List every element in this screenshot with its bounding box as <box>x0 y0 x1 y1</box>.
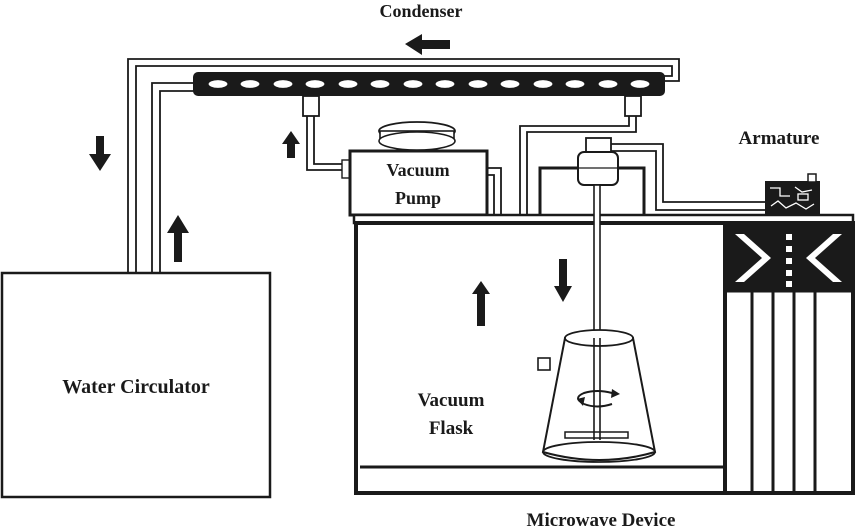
armature-label: Armature <box>739 128 820 149</box>
condenser: Condenser <box>193 1 665 117</box>
rotation-arrow-icon <box>577 389 620 408</box>
vacuum-flask-label-line1: Vacuum <box>418 390 485 411</box>
flow-arrow-icon <box>89 136 111 171</box>
vacuum-pump: Vacuum Pump <box>341 121 489 217</box>
vacuum-pump-label-line2: Pump <box>395 188 441 208</box>
control-panel-icon <box>765 173 820 215</box>
condenser-label: Condenser <box>379 1 462 21</box>
flow-arrow-icons <box>89 34 572 326</box>
microwave-device: Microwave Device <box>352 166 855 531</box>
vacuum-pump-label-line1: Vacuum <box>386 160 449 180</box>
vacuum-flask-label-line2: Flask <box>429 418 474 439</box>
flow-arrow-icon <box>405 34 450 55</box>
flow-arrow-icon <box>282 131 300 158</box>
microwave-device-label: Microwave Device <box>527 510 676 531</box>
flow-arrow-icon <box>167 215 189 262</box>
vacuum-flask: Vacuum Flask <box>418 329 657 463</box>
cooling-water-tubes <box>127 58 680 273</box>
armature: Armature <box>739 128 820 215</box>
flow-arrow-icon <box>554 259 572 302</box>
flow-arrow-icon <box>472 281 490 326</box>
water-circulator: Water Circulator <box>0 271 272 499</box>
water-circulator-label: Water Circulator <box>62 376 210 398</box>
